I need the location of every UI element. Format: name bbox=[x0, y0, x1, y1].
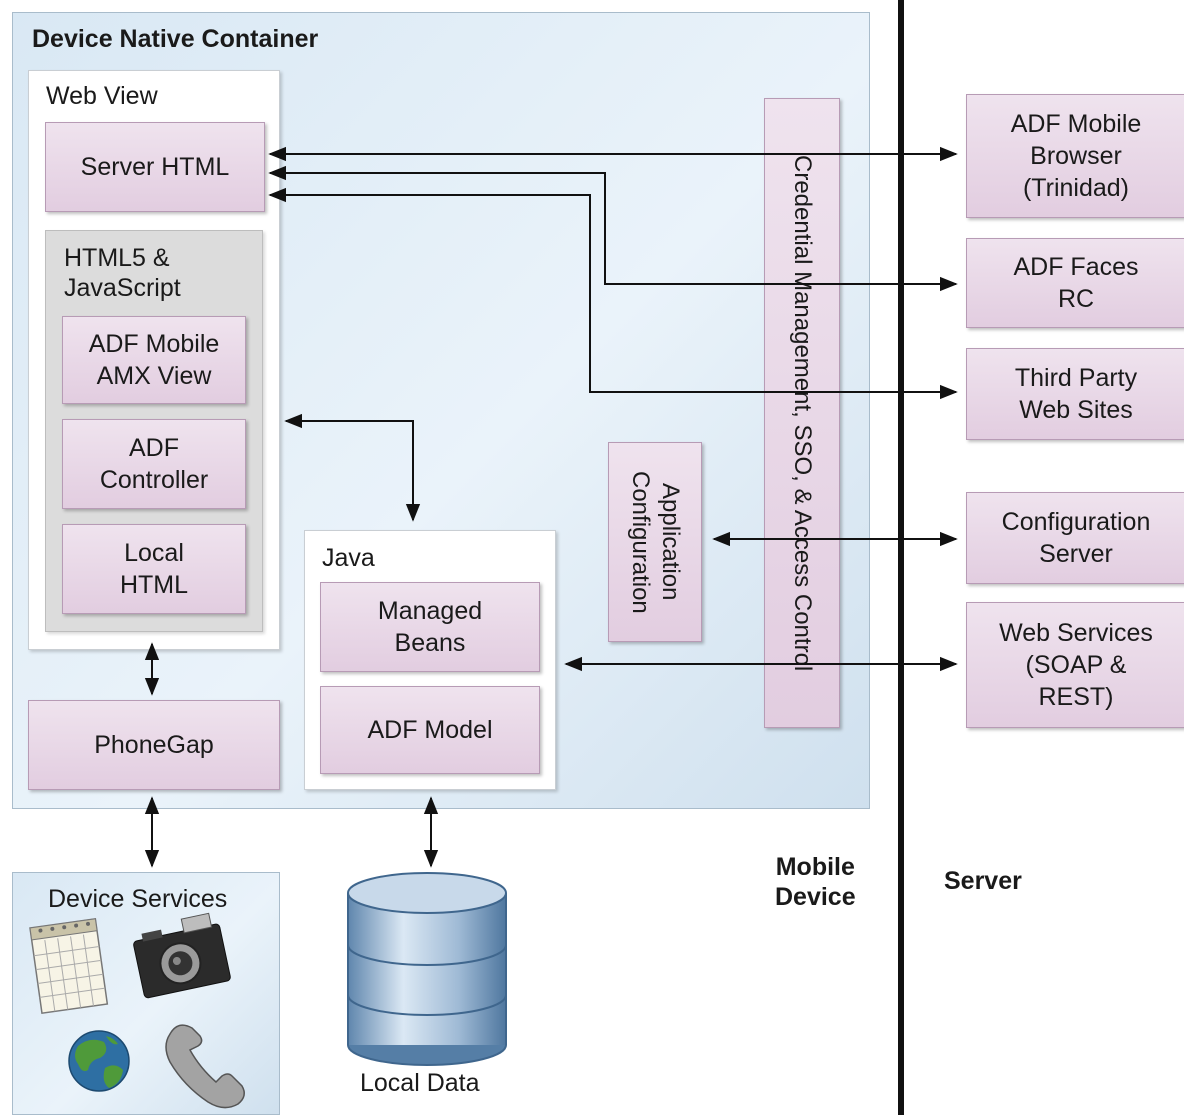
amx-view-box: ADF Mobile AMX View bbox=[62, 316, 246, 404]
adf-mobile-browser-box: ADF Mobile Browser (Trinidad) bbox=[966, 94, 1184, 218]
calendar-icon bbox=[29, 917, 109, 1015]
managed-beans-box: Managed Beans bbox=[320, 582, 540, 672]
globe-icon bbox=[68, 1030, 130, 1092]
arrow-server-html-thirdparty bbox=[268, 187, 958, 400]
arrow-server-html-faces bbox=[268, 165, 958, 292]
adf-faces-box: ADF Faces RC bbox=[966, 238, 1184, 328]
phonegap-box: PhoneGap bbox=[28, 700, 280, 790]
html5-javascript-title: HTML5 & JavaScript bbox=[64, 244, 181, 302]
java-title: Java bbox=[322, 544, 375, 572]
server-html-label: Server HTML bbox=[80, 153, 230, 181]
mobile-device-label: Mobile Device bbox=[775, 853, 856, 911]
server-html-box: Server HTML bbox=[45, 122, 265, 212]
config-server-box: Configuration Server bbox=[966, 492, 1184, 584]
phone-icon bbox=[165, 1024, 245, 1109]
local-html-box: Local HTML bbox=[62, 524, 246, 614]
database-icon bbox=[347, 872, 507, 1066]
adf-controller-box: ADF Controller bbox=[62, 419, 246, 509]
web-view-title: Web View bbox=[46, 82, 158, 110]
device-services-title: Device Services bbox=[48, 885, 228, 913]
adf-model-box: ADF Model bbox=[320, 686, 540, 774]
local-data-label: Local Data bbox=[360, 1069, 480, 1097]
web-services-box: Web Services (SOAP & REST) bbox=[966, 602, 1184, 728]
third-party-box: Third Party Web Sites bbox=[966, 348, 1184, 440]
app-config-box: Application Configuration bbox=[608, 442, 702, 642]
app-config-label: Application Configuration bbox=[627, 470, 684, 614]
container-title: Device Native Container bbox=[32, 25, 319, 53]
camera-icon bbox=[133, 912, 231, 999]
arrow-html5-java bbox=[284, 413, 421, 522]
server-label: Server bbox=[944, 867, 1022, 895]
